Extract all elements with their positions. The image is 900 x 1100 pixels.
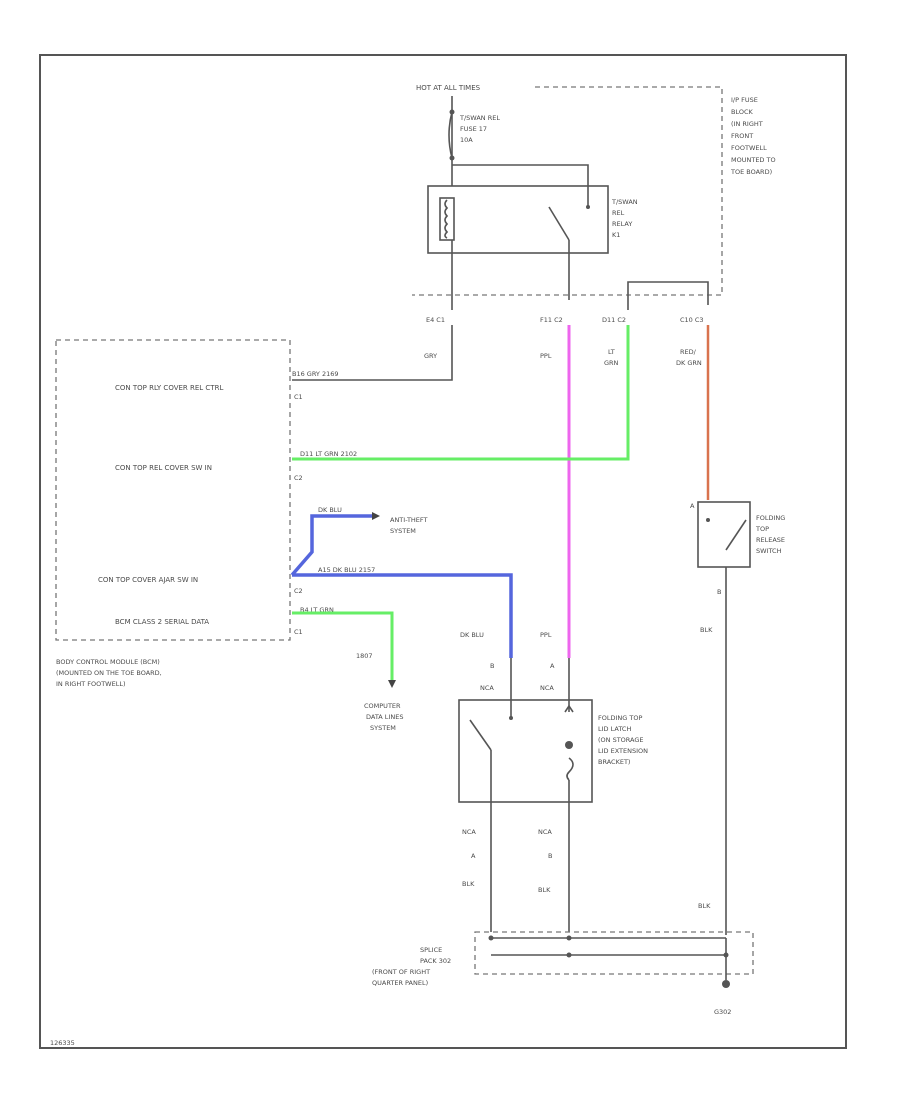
relay-box [427, 185, 609, 254]
nca-bottom-right: NCA [538, 828, 552, 836]
relay-coil-winding [444, 199, 449, 239]
fuse-block-boundary [412, 86, 723, 296]
gry-wire [292, 325, 453, 381]
pin-a-bottom: A [471, 852, 476, 860]
lid-latch-filament [566, 757, 574, 781]
relay-label: T/SWAN REL RELAY K1 [611, 198, 640, 239]
relay-switch-arm [548, 206, 570, 241]
splice-pack: SPLICE PACK 302 (FRONT OF RIGHT QUARTER … [372, 931, 754, 1016]
splice-pack-boundary [474, 931, 754, 975]
bcm-row1-wire: B16 GRY 2169 [292, 370, 339, 378]
pin-c2-ppl: F11 C2 [540, 316, 563, 324]
anti-theft-label: ANTI-THEFT SYSTEM [390, 516, 430, 535]
release-switch-contact [706, 518, 710, 522]
release-switch-box [697, 501, 751, 568]
ground-point [722, 980, 730, 988]
dk-blu-anti-theft-wire [290, 514, 372, 577]
pin-c2-ltgrn: D11 C2 [602, 316, 626, 324]
bcm-row3-wire: A15 DK BLU 2157 [318, 566, 375, 574]
splice-node-a [488, 935, 494, 941]
lt-grn-wire-label: LT GRN [604, 348, 619, 367]
release-switch-arm [725, 519, 747, 551]
bcm-row2-label: CON TOP REL COVER SW IN [115, 464, 212, 472]
dk-blu-wire-label: DK BLU [460, 631, 484, 639]
nca-bottom-left: NCA [462, 828, 476, 836]
bcm-row3-connector: C2 [294, 587, 303, 595]
body-control-module: CON TOP RLY COVER REL CTRL B16 GRY 2169 … [55, 339, 375, 688]
relay-coil [439, 197, 455, 241]
gry-wire-label: GRY [424, 352, 437, 360]
splice-node-d [723, 952, 729, 958]
data-line-wire [292, 611, 394, 680]
red-dk-grn-wire-label: RED/ DK GRN [676, 348, 702, 367]
anti-theft-arrow [372, 512, 380, 520]
fuse-to-relay-contact-wire [452, 164, 589, 190]
release-switch-pin-top: A [690, 502, 695, 510]
release-switch-bus [627, 281, 709, 310]
splice-node-b [566, 935, 572, 941]
data-line-circuit: 1807 [356, 652, 373, 660]
bcm-row4-label: BCM CLASS 2 SERIAL DATA [115, 618, 209, 626]
pin-a-top: A [550, 662, 555, 670]
bcm-row4-wire: B4 LT GRN [300, 606, 334, 614]
pin-b-top: B [490, 662, 494, 670]
fuse-block: HOT AT ALL TIMES I/P FUSE BLOCK (IN RIGH… [412, 84, 778, 324]
data-line-arrow [388, 680, 396, 688]
bcm-row1-connector: C1 [294, 393, 303, 401]
folding-top-release-switch: A FOLDING TOP RELEASE SWITCH B BLK BLK [690, 501, 787, 935]
fuse-symbol [448, 111, 453, 159]
diagram-frame [39, 54, 847, 1049]
splice-node-c [566, 952, 572, 958]
anti-theft-wire-label: DK BLU [318, 506, 342, 514]
bcm-module-label: BODY CONTROL MODULE (BCM) (MOUNTED ON TH… [56, 658, 164, 688]
lt-grn-wire [292, 325, 630, 461]
bcm-row4-connector: C1 [294, 628, 303, 636]
blk-right-lower-label: BLK [698, 902, 711, 910]
splice-pack-label: SPLICE PACK 302 (FRONT OF RIGHT QUARTER … [372, 946, 453, 987]
bcm-boundary [55, 339, 291, 641]
ground-label: G302 [714, 1008, 731, 1016]
lid-latch-switch-arm [469, 719, 492, 751]
lid-latch-box [458, 699, 593, 803]
pin-c1: E4 C1 [426, 316, 445, 324]
blk-a-label: BLK [462, 880, 475, 888]
hot-at-all-times-label: HOT AT ALL TIMES [416, 84, 481, 92]
release-switch-label: FOLDING TOP RELEASE SWITCH [755, 514, 787, 555]
dk-blu-wire [292, 573, 513, 658]
bcm-row2-connector: C2 [294, 474, 303, 482]
blk-b-label: BLK [538, 886, 551, 894]
ppl-wire-label: PPL [540, 352, 552, 360]
fuse-label: T/SWAN REL FUSE 17 10A [459, 114, 502, 144]
folding-top-lid-latch: PPL B A NCA NCA FOLDING TOP LID LATCH (O… [458, 631, 650, 932]
release-switch-pin-bottom: B [717, 588, 721, 596]
nca-top-right: NCA [540, 684, 554, 692]
data-line-label: COMPUTER DATA LINES SYSTEM [364, 702, 406, 732]
nca-top-left: NCA [480, 684, 494, 692]
ppl-lower-label: PPL [540, 631, 552, 639]
blk-right-label: BLK [700, 626, 713, 634]
lid-latch-bulb [565, 741, 573, 749]
pin-b-bottom: B [548, 852, 552, 860]
bcm-row2-wire: D11 LT GRN 2102 [300, 450, 357, 458]
lid-latch-label: FOLDING TOP LID LATCH (ON STORAGE LID EX… [598, 714, 650, 766]
pin-c3: C10 C3 [680, 316, 704, 324]
bcm-row3-label: CON TOP COVER AJAR SW IN [98, 576, 198, 584]
footer-code: 126335 [50, 1039, 75, 1047]
lid-latch-indicator [564, 704, 574, 713]
lid-latch-contact [509, 716, 513, 720]
bcm-row1-label: CON TOP RLY COVER REL CTRL [115, 384, 223, 392]
fuse-block-label: I/P FUSE BLOCK (IN RIGHT FRONT FOOTWELL … [730, 96, 778, 176]
